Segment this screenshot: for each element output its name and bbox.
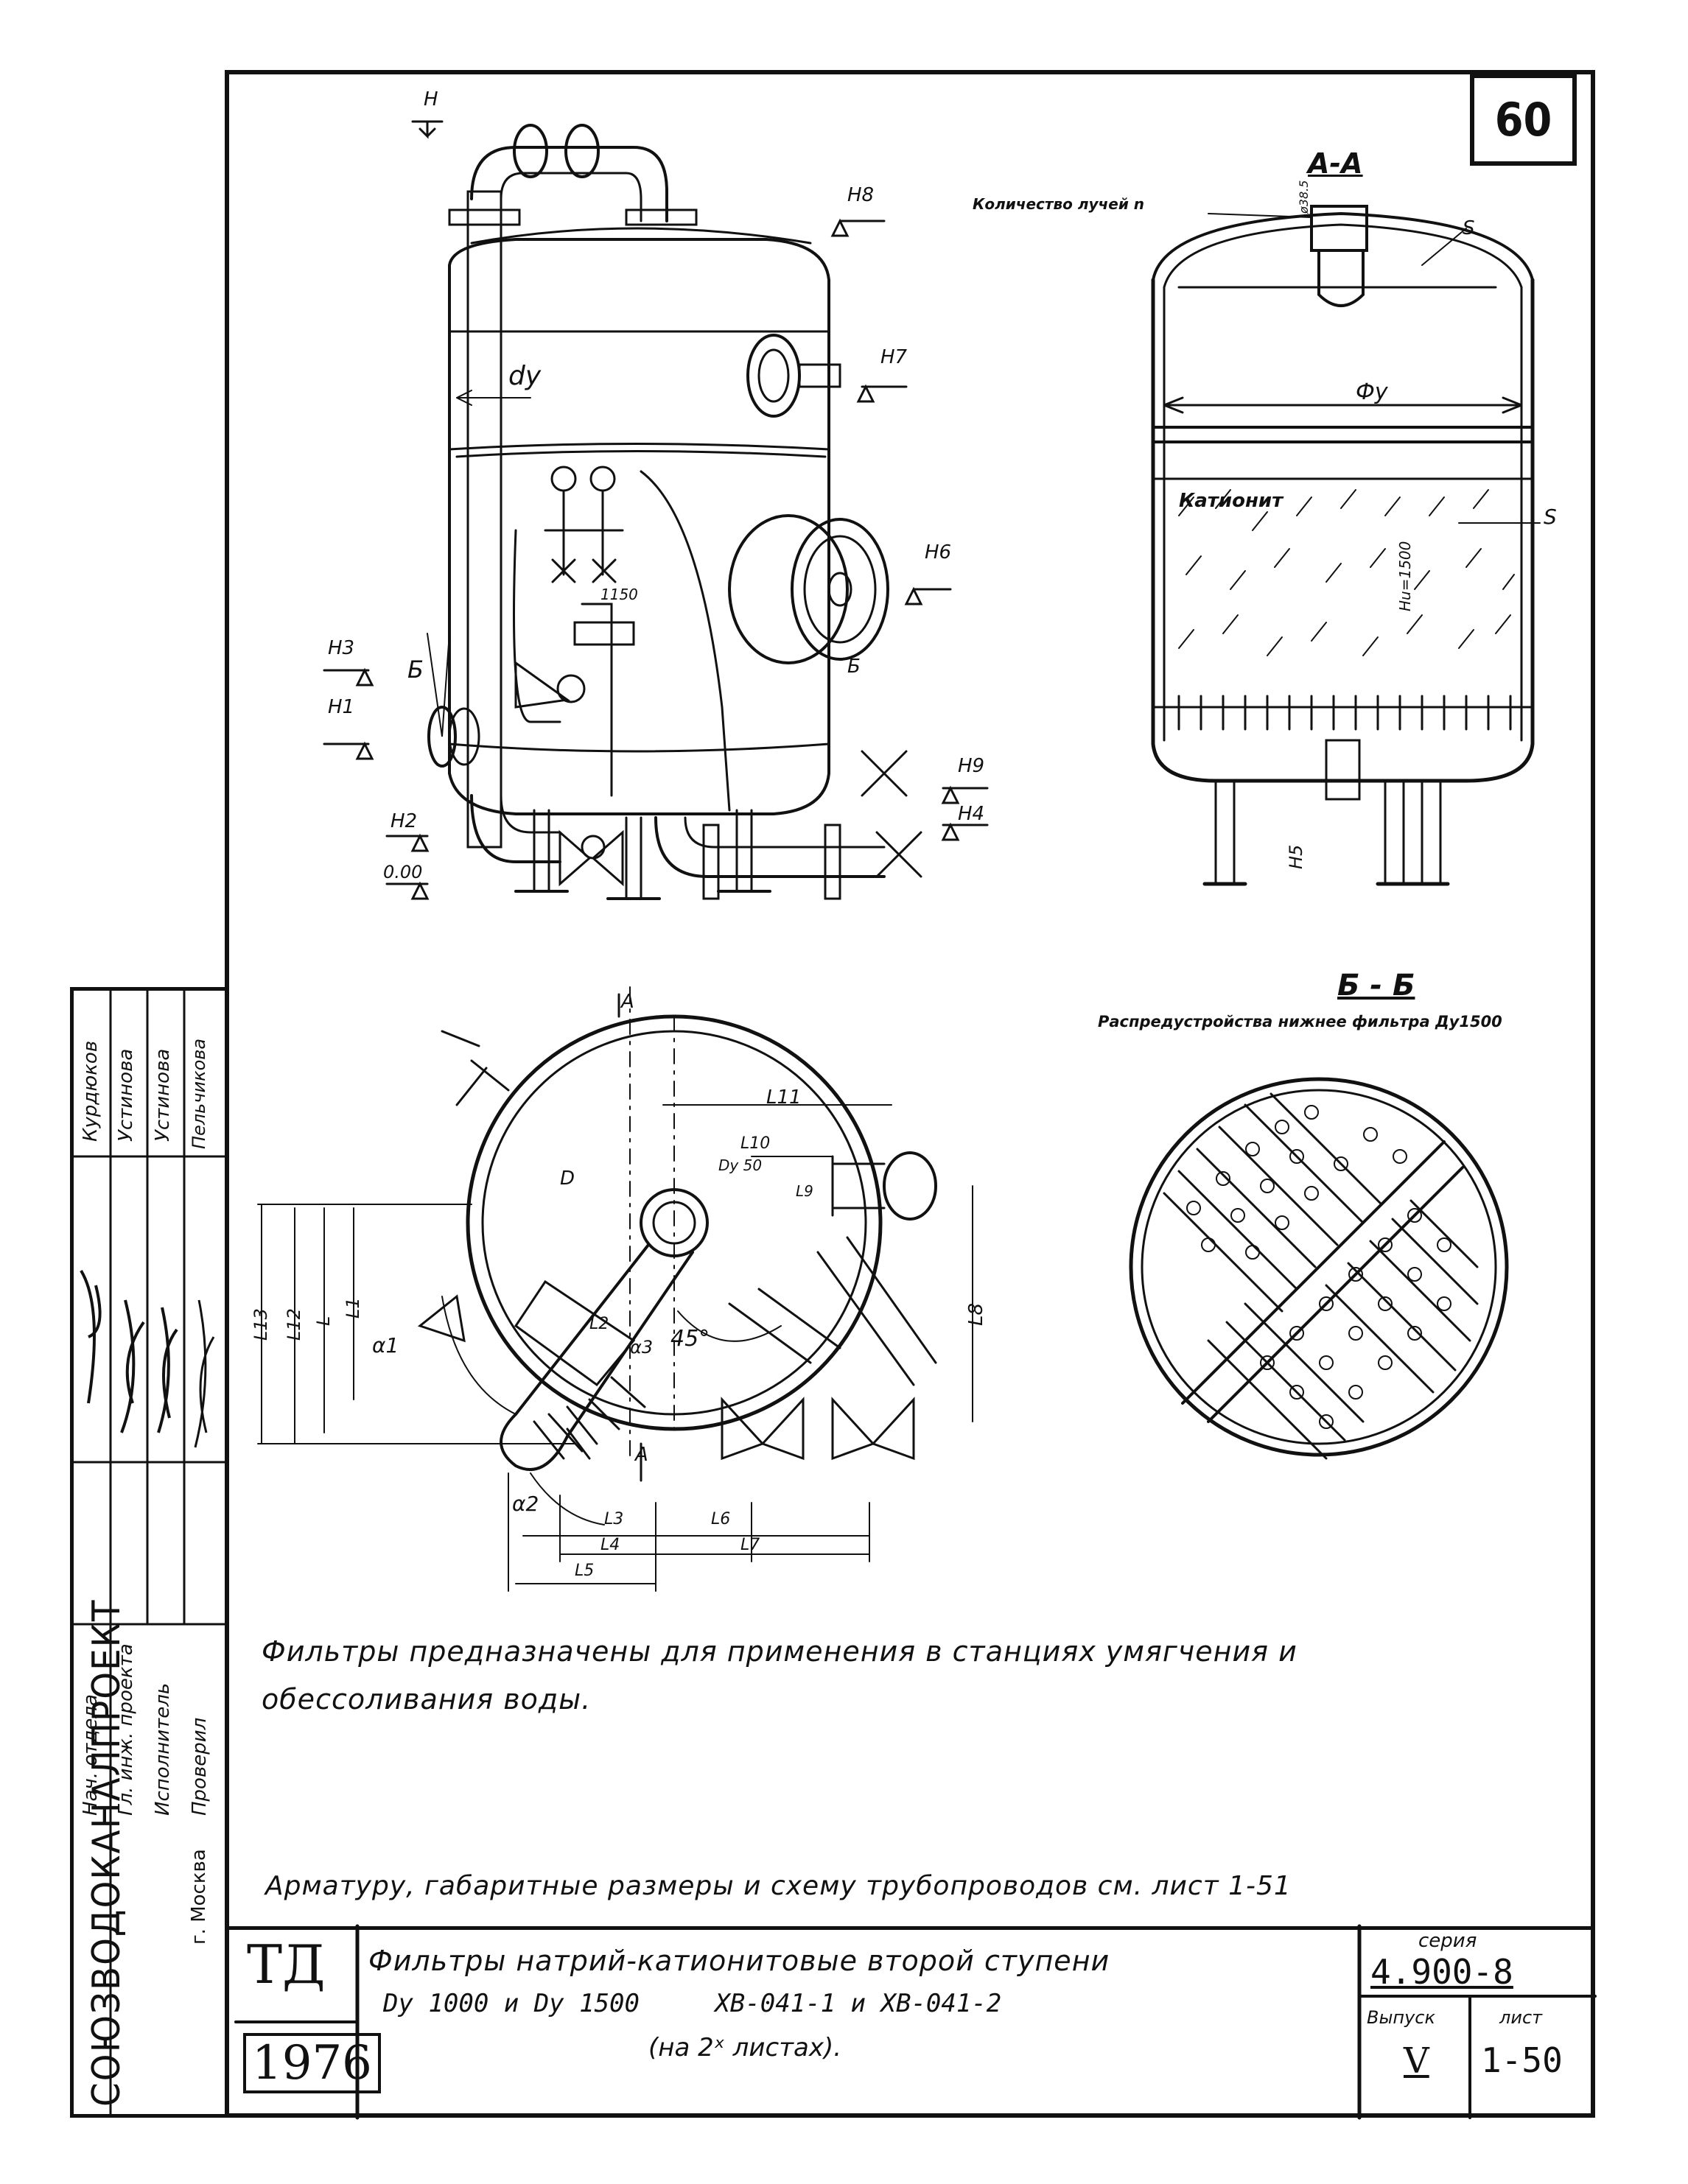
label-l5: L5: [575, 1562, 595, 1580]
label-h7: H7: [880, 346, 908, 368]
label-l9: L9: [796, 1182, 813, 1200]
td-mark: ТД: [247, 1934, 326, 1995]
label-l6: L6: [711, 1510, 731, 1528]
label-l: L: [313, 1316, 334, 1326]
title-block-lines: [234, 1924, 1597, 2120]
label-hu: Hu=1500: [1396, 541, 1414, 611]
label-l8: L8: [965, 1302, 987, 1326]
label-h4: H4: [958, 803, 985, 825]
label-phi-y: Фy: [1356, 379, 1388, 405]
stamp-name-2: Устинова: [115, 1048, 137, 1142]
label-h1: H1: [328, 696, 355, 718]
label-a-top: A: [621, 991, 634, 1013]
stamp-name-3: Устинова: [152, 1048, 174, 1142]
label-b-left: Б: [407, 656, 424, 684]
label-h3: H3: [328, 637, 355, 659]
sheet-number: 60: [1470, 74, 1577, 166]
issue-label: Выпуск: [1367, 2007, 1435, 2028]
label-alpha3: α3: [630, 1337, 654, 1358]
title-line-1: Фильтры натрий-катионитовые второй ступе…: [368, 1945, 1110, 1977]
label-alpha2: α2: [512, 1492, 539, 1516]
label-h9: H9: [958, 755, 985, 777]
label-dy: dy: [508, 361, 542, 391]
label-zero: 0.00: [383, 862, 423, 882]
section-bb-title: Б - Б: [1337, 969, 1415, 1003]
label-h5: H5: [1286, 844, 1306, 869]
label-alpha1: α1: [372, 1333, 399, 1358]
label-b-right: Б: [847, 656, 861, 678]
organization-city: г. Москва: [188, 1849, 210, 1945]
organization-name: СОЮЗВОДОКАНАЛПРОЕКТ: [85, 1598, 129, 2107]
year-mark: 1976: [243, 2033, 381, 2093]
stamp-role-3: Исполнитель: [152, 1682, 174, 1816]
approval-stamp: Нач. отдела Гл. инж. проекта Исполнитель…: [70, 987, 228, 2118]
title-line-2: Dy 1000 и Dy 1500 ХВ-041-1 и ХВ-041-2: [383, 1989, 1002, 2018]
section-aa-view: [1151, 205, 1541, 886]
label-cationite: Катионит: [1179, 490, 1283, 512]
label-l1: L1: [343, 1297, 363, 1319]
label-h8: H8: [847, 184, 875, 206]
label-l12: L12: [284, 1308, 304, 1341]
title-line-3: (на 2ˣ листах).: [648, 2033, 842, 2062]
label-d: D: [560, 1168, 575, 1190]
rays-note: Количество лучей n: [973, 195, 1145, 213]
series-value: 4.900-8: [1370, 1952, 1513, 1992]
stamp-name-1: Курдюков: [80, 1040, 102, 1142]
label-l11: L11: [766, 1086, 802, 1109]
label-d-pipe: ø38.5: [1297, 180, 1311, 214]
front-view: [323, 120, 989, 900]
issue-value: V: [1404, 2040, 1429, 2082]
label-45-deg: 45°: [670, 1326, 710, 1352]
section-bb-subtitle: Распредустройства нижнее фильтра Ду1500: [1098, 1013, 1502, 1030]
note-purpose-line1: Фильтры предназначены для применения в с…: [262, 1635, 1297, 1668]
stamp-name-4: Пельчикова: [189, 1038, 209, 1149]
label-s-top: S: [1463, 217, 1475, 239]
label-h: H: [424, 88, 438, 110]
section-bb-view: [1129, 1077, 1509, 1460]
note-reference: Арматуру, габаритные размеры и схему тру…: [265, 1871, 1292, 1901]
plan-view: [257, 986, 973, 1592]
label-s-side: S: [1544, 505, 1557, 529]
title-block: [225, 1926, 1595, 2118]
label-h6: H6: [925, 541, 952, 563]
label-l3: L3: [604, 1510, 624, 1528]
label-l7: L7: [740, 1536, 760, 1554]
label-l10: L10: [740, 1134, 771, 1153]
label-a-bottom: A: [635, 1444, 648, 1466]
sheet-value: 1-50: [1481, 2040, 1563, 2080]
series-label: серия: [1418, 1930, 1477, 1952]
stamp-grid: [74, 991, 225, 2114]
stamp-role-4: Проверил: [189, 1717, 211, 1816]
note-purpose-line2: обессоливания воды.: [262, 1683, 592, 1716]
label-1150: 1150: [600, 586, 638, 603]
label-l2: L2: [589, 1315, 609, 1333]
label-l13: L13: [251, 1308, 271, 1341]
label-l4: L4: [600, 1536, 620, 1554]
label-h2: H2: [391, 810, 418, 832]
label-dy50: Dy 50: [718, 1156, 763, 1174]
sheet-label: лист: [1499, 2007, 1543, 2028]
section-aa-title: А-А: [1308, 147, 1363, 180]
